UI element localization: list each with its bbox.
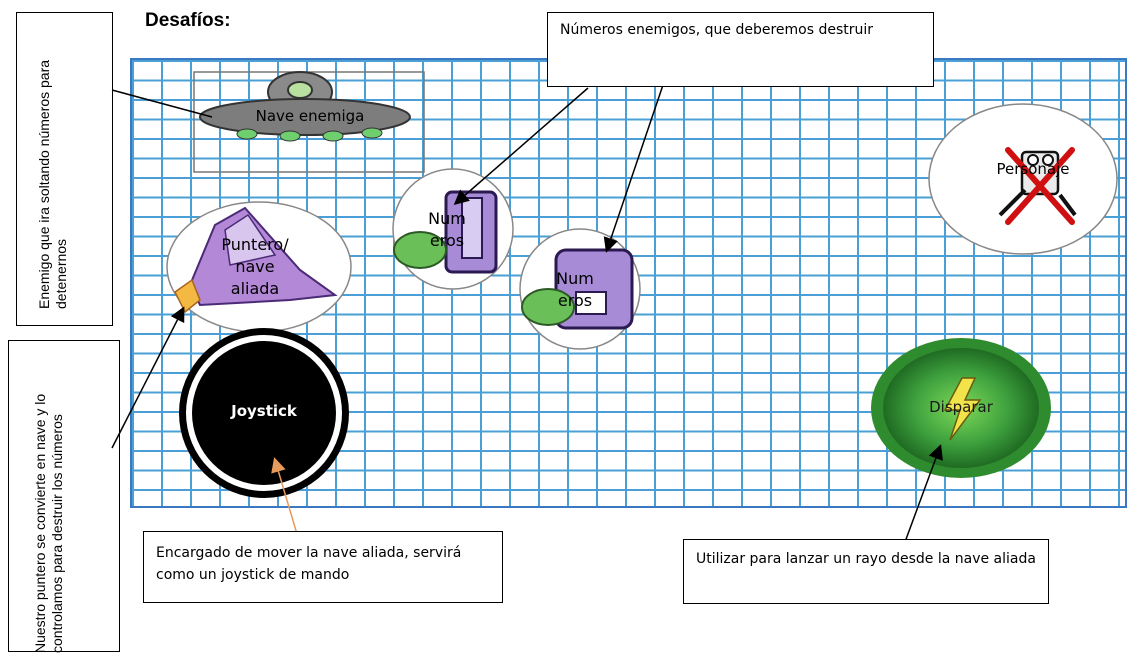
fire-button[interactable]: Disparar: [929, 398, 993, 416]
callout-joystick: Encargado de mover la nave aliada, servi…: [143, 531, 503, 603]
character-label: Personaje: [996, 160, 1070, 178]
ally-ship-label: Puntero/ nave aliada: [221, 235, 289, 298]
arrow-number-1: [453, 87, 589, 205]
arrow-joystick: [271, 457, 298, 535]
arrow-fire: [904, 444, 943, 543]
lightning-icon: [943, 377, 982, 441]
enemy-number-2-icon: [521, 248, 634, 330]
enemy-ship-label: Nave enemiga: [255, 107, 365, 125]
arrow-enemy-note: [111, 89, 213, 118]
enemy-number-2-label: Num eros: [556, 269, 594, 310]
arrow-pointer-note: [111, 306, 185, 449]
enemy-number-1-label: Num eros: [428, 209, 466, 250]
side-note-enemy-box: [16, 12, 113, 326]
callout-numbers-text: Números enemigos, que deberemos destruir: [560, 22, 874, 38]
page-title: Desafíos:: [145, 10, 231, 31]
character-icon: [998, 147, 1077, 225]
ally-ship-icon: [174, 206, 338, 314]
joystick-button[interactable]: Joystick: [231, 402, 297, 420]
callout-fire-text: Utilizar para lanzar un rayo desde la na…: [696, 551, 1036, 567]
callout-fire: Utilizar para lanzar un rayo desde la na…: [683, 539, 1049, 604]
enemy-ship-icon: [199, 71, 411, 142]
callout-joystick-text: Encargado de mover la nave aliada, servi…: [156, 545, 462, 583]
enemy-number-1-icon: [393, 190, 498, 274]
callout-numbers: Números enemigos, que deberemos destruir: [547, 12, 934, 87]
side-note-pointer-box: [8, 340, 120, 652]
arrow-number-2: [603, 84, 664, 253]
